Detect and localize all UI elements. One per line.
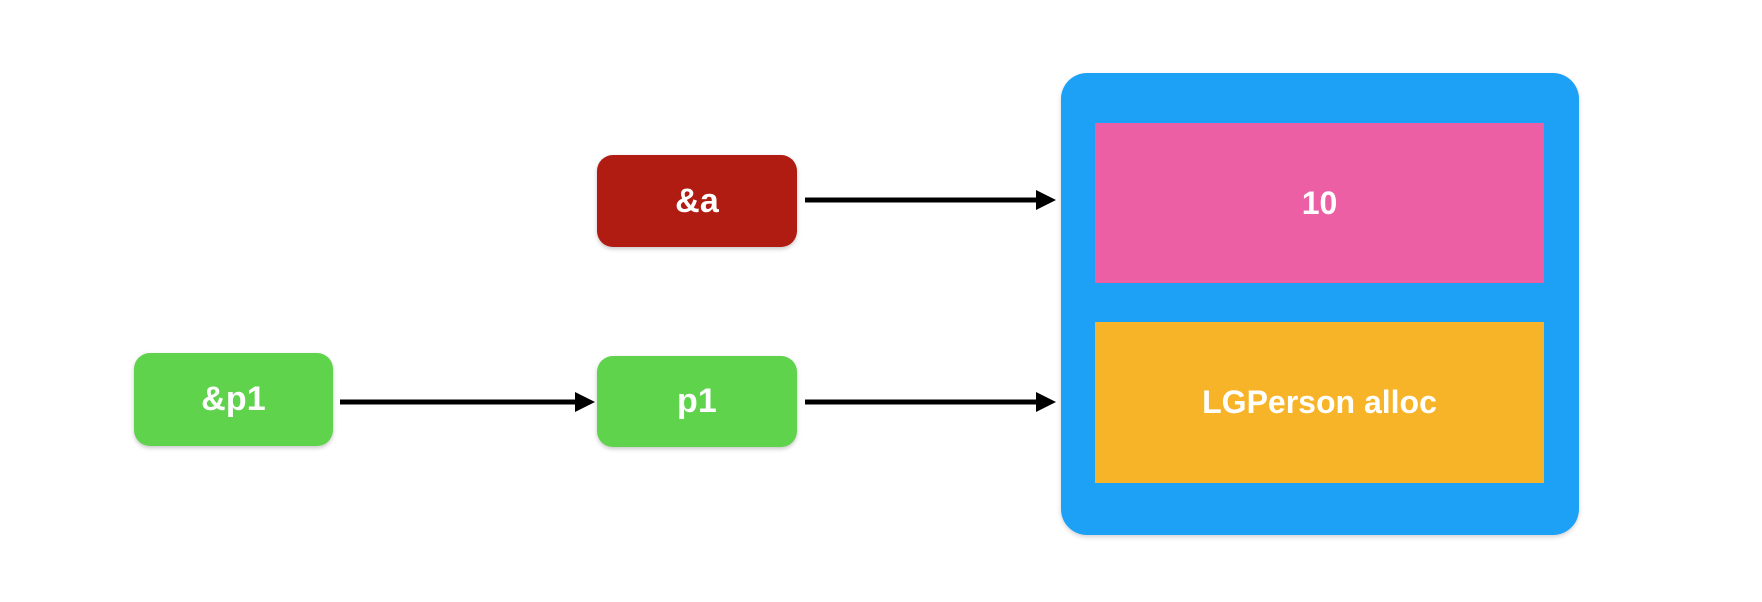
arrow-addra-to-value-slot <box>805 189 1056 211</box>
arrow-p1-to-object-slot <box>805 391 1056 413</box>
node-p1[interactable]: p1 <box>597 356 797 447</box>
node-p1-label: p1 <box>676 382 718 420</box>
value-slot-label: 10 <box>1301 184 1338 221</box>
node-addr-p1[interactable]: &p1 <box>134 353 333 446</box>
node-addr-p1-label: &p1 <box>201 380 266 418</box>
arrow-addrp1-to-p1 <box>340 391 595 413</box>
node-addr-a[interactable]: &a <box>597 155 797 247</box>
object-slot[interactable]: LGPerson alloc <box>1095 322 1544 483</box>
node-addr-a-label: &a <box>675 181 719 220</box>
heap-block[interactable]: 10 LGPerson alloc <box>1061 73 1579 535</box>
value-slot[interactable]: 10 <box>1095 123 1544 283</box>
object-slot-label: LGPerson alloc <box>1202 384 1437 420</box>
